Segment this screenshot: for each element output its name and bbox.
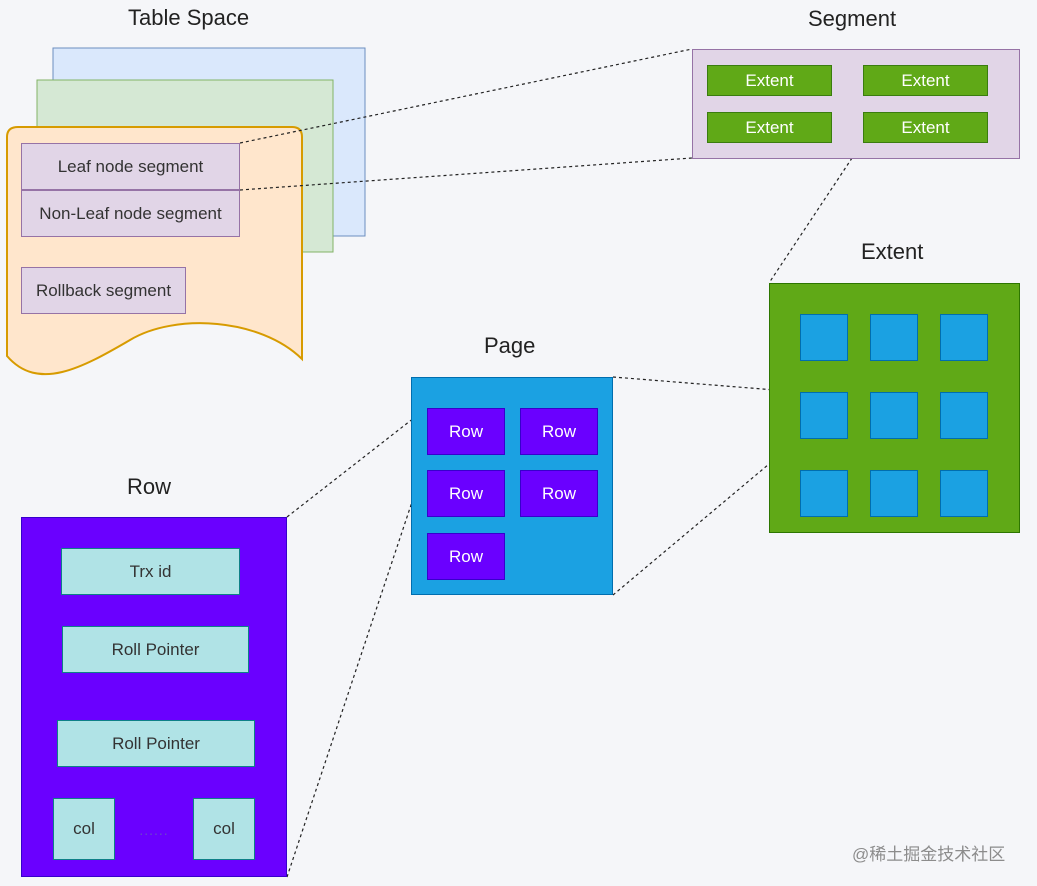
extent-page-cell bbox=[870, 314, 918, 361]
extent-page-cell bbox=[940, 392, 988, 439]
leaf-node-segment: Leaf node segment bbox=[21, 143, 240, 190]
segment-extent-1: Extent bbox=[707, 65, 832, 96]
trx-id-field: Trx id bbox=[61, 548, 240, 595]
segment-extent-4: Extent bbox=[863, 112, 988, 143]
extent-page-cell bbox=[940, 470, 988, 517]
row-title: Row bbox=[127, 474, 172, 499]
connector-page-bottom-to-extent bbox=[612, 437, 801, 596]
col-ellipsis: ...... bbox=[139, 822, 169, 838]
rollback-segment: Rollback segment bbox=[21, 267, 186, 314]
page-row-1: Row bbox=[427, 408, 505, 455]
connector-row-top-to-page-row bbox=[286, 406, 429, 518]
extent-page-cell bbox=[940, 314, 988, 361]
page-row-4: Row bbox=[520, 470, 598, 517]
connector-row-bottom-to-page-row bbox=[286, 453, 429, 878]
connector-leaf-to-segment-top bbox=[239, 48, 693, 144]
col-field-2: col bbox=[193, 798, 255, 860]
connector-segment-extent-to-extent bbox=[768, 142, 863, 284]
segment-extent-2: Extent bbox=[863, 65, 988, 96]
page-row-2: Row bbox=[520, 408, 598, 455]
page-title: Page bbox=[484, 333, 536, 358]
page-row-5: Row bbox=[427, 533, 505, 580]
page-row-3: Row bbox=[427, 470, 505, 517]
connector-page-top-to-extent bbox=[612, 376, 801, 393]
segment-extent-3: Extent bbox=[707, 112, 832, 143]
table-space-title: Table Space bbox=[128, 5, 250, 30]
segment-title: Segment bbox=[808, 6, 897, 31]
roll-pointer-field-1: Roll Pointer bbox=[62, 626, 249, 673]
roll-pointer-field-2: Roll Pointer bbox=[57, 720, 255, 767]
col-field-1: col bbox=[53, 798, 115, 860]
extent-page-cell bbox=[870, 470, 918, 517]
extent-page-cell bbox=[800, 314, 848, 361]
non-leaf-node-segment: Non-Leaf node segment bbox=[21, 190, 240, 237]
watermark: @稀土掘金技术社区 bbox=[852, 845, 1006, 864]
extent-title: Extent bbox=[861, 239, 924, 264]
extent-page-cell bbox=[800, 392, 848, 439]
extent-page-cell bbox=[870, 392, 918, 439]
extent-page-cell bbox=[800, 470, 848, 517]
